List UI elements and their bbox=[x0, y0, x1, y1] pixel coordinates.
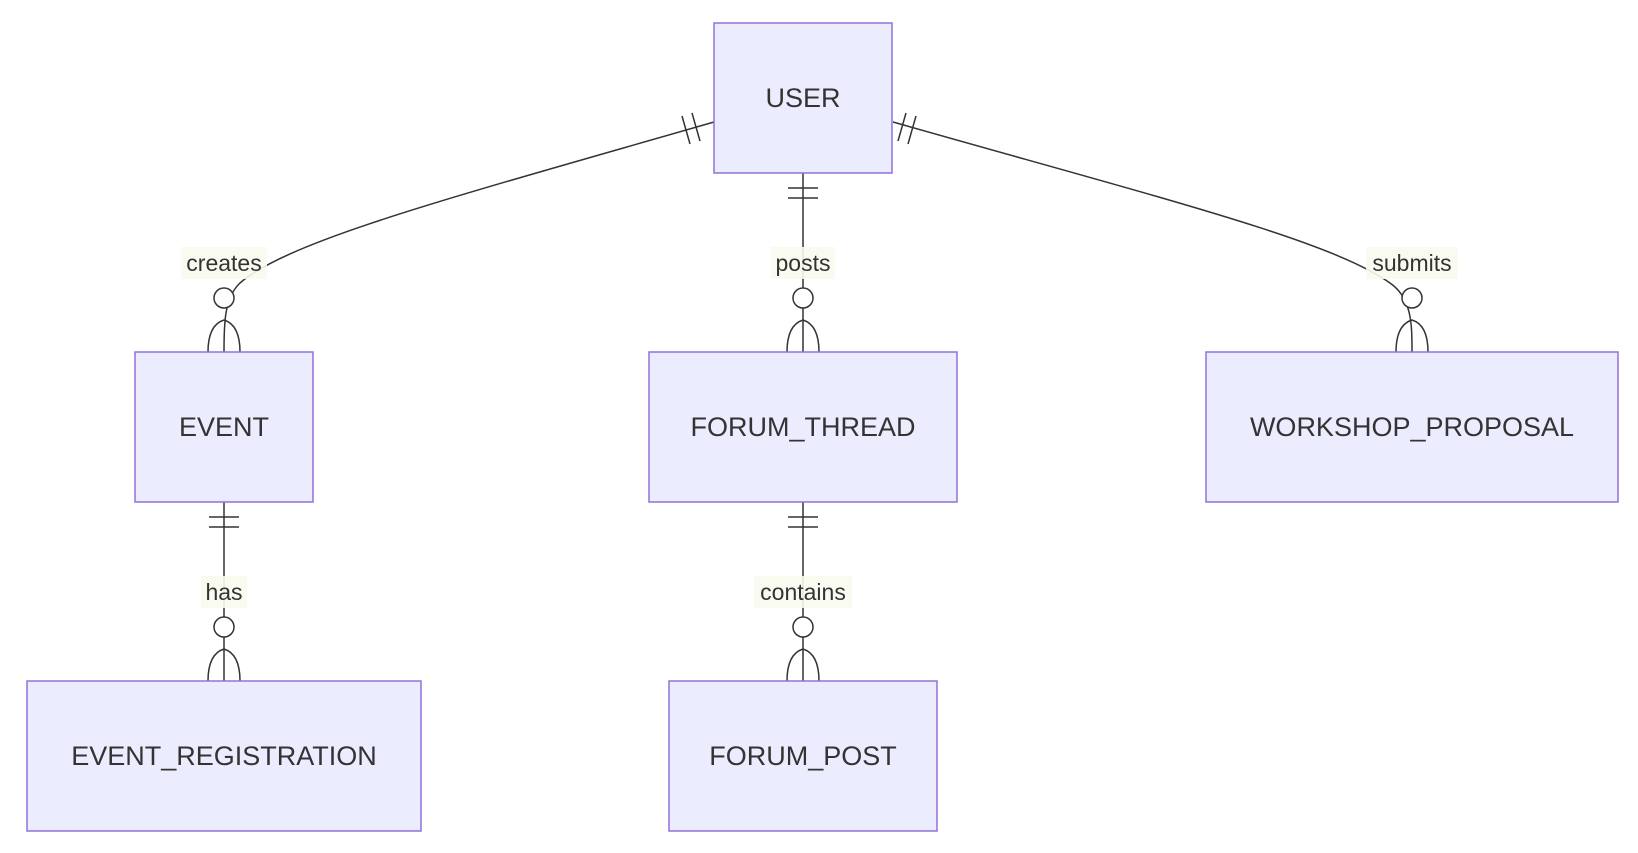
exactly-one-marker-user-event bbox=[681, 112, 701, 145]
relationship-label-creates: creates bbox=[186, 250, 261, 276]
zero-or-more-marker-event-registration bbox=[207, 616, 241, 682]
entity-user[interactable]: USER bbox=[713, 22, 893, 174]
exactly-one-marker-user-forum-thread bbox=[788, 187, 818, 199]
entity-label-forum-post: FORUM_POST bbox=[709, 741, 897, 771]
zero-or-more-marker-forum-thread bbox=[786, 287, 820, 353]
relationship-line-user-event bbox=[223, 121, 715, 353]
entity-forum-post[interactable]: FORUM_POST bbox=[668, 680, 938, 832]
entity-label-event: EVENT bbox=[179, 412, 269, 442]
entity-label-forum-thread: FORUM_THREAD bbox=[690, 412, 915, 442]
relationship-label-has: has bbox=[205, 579, 242, 605]
entity-event[interactable]: EVENT bbox=[134, 351, 314, 503]
exactly-one-marker-user-workshop-proposal bbox=[897, 112, 917, 145]
exactly-one-markers bbox=[209, 112, 917, 528]
entity-forum-thread[interactable]: FORUM_THREAD bbox=[648, 351, 958, 503]
relationship-label-contains: contains bbox=[760, 579, 846, 605]
entity-label-user: USER bbox=[765, 83, 840, 113]
relationship-labels: creates posts submits has contains bbox=[181, 247, 1458, 608]
entity-label-workshop-proposal: WORKSHOP_PROPOSAL bbox=[1250, 412, 1574, 442]
entity-label-event-registration: EVENT_REGISTRATION bbox=[71, 741, 377, 771]
exactly-one-marker-event-event-registration bbox=[209, 516, 239, 528]
zero-or-more-marker-workshop-proposal bbox=[1395, 287, 1429, 353]
exactly-one-marker-forum-thread-forum-post bbox=[788, 516, 818, 528]
entity-workshop-proposal[interactable]: WORKSHOP_PROPOSAL bbox=[1205, 351, 1619, 503]
zero-or-more-markers bbox=[207, 287, 1429, 682]
relationship-line-user-workshop-proposal bbox=[892, 121, 1413, 353]
zero-or-more-marker-event bbox=[207, 287, 241, 353]
relationship-label-posts: posts bbox=[776, 250, 831, 276]
entity-event-registration[interactable]: EVENT_REGISTRATION bbox=[26, 680, 422, 832]
relationship-label-submits: submits bbox=[1372, 250, 1451, 276]
zero-or-more-marker-forum-post bbox=[786, 616, 820, 682]
